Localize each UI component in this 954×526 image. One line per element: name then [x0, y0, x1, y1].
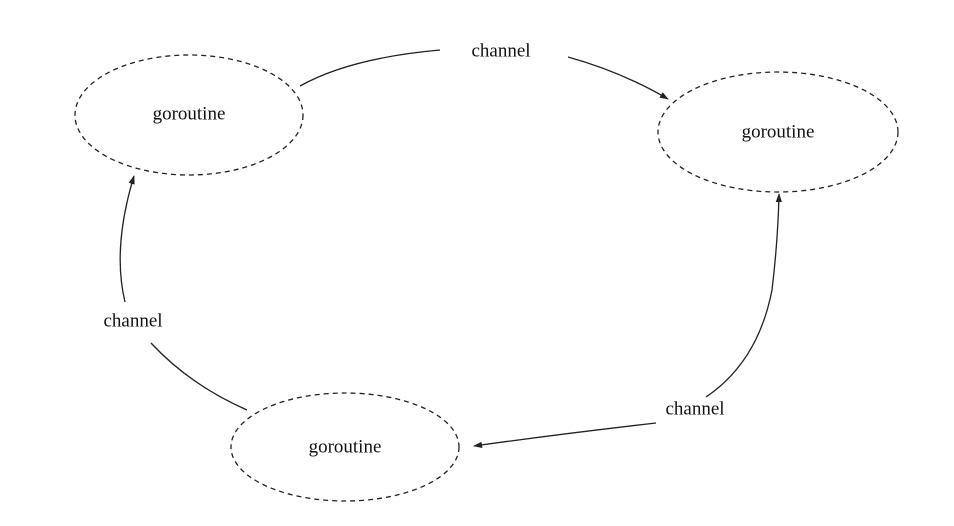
node-goroutine-top-right: goroutine [657, 71, 899, 193]
goroutine-label: goroutine [309, 436, 382, 457]
channel-arrow-line [150, 342, 248, 411]
edge-channel-top: channel [299, 40, 669, 100]
goroutine-ellipse [74, 54, 304, 176]
edge-channel-right: channel [473, 193, 782, 449]
channel-arrow-line [705, 193, 782, 398]
node-goroutine-top-left: goroutine [74, 54, 304, 176]
edge-channel-left: channel [103, 175, 248, 411]
channel-label: channel [103, 310, 162, 331]
channel-arrow-head-line [567, 56, 669, 100]
goroutine-ellipse [657, 71, 899, 193]
channel-arrow-line [299, 49, 441, 87]
channel-label: channel [471, 40, 530, 61]
channel-label: channel [665, 398, 724, 419]
goroutine-label: goroutine [742, 121, 815, 142]
node-goroutine-bottom: goroutine [230, 392, 460, 502]
channel-arrow-head-line [473, 422, 657, 449]
channel-arrow-head-line [119, 175, 135, 303]
goroutine-ellipse [230, 392, 460, 502]
goroutine-label: goroutine [153, 103, 226, 124]
